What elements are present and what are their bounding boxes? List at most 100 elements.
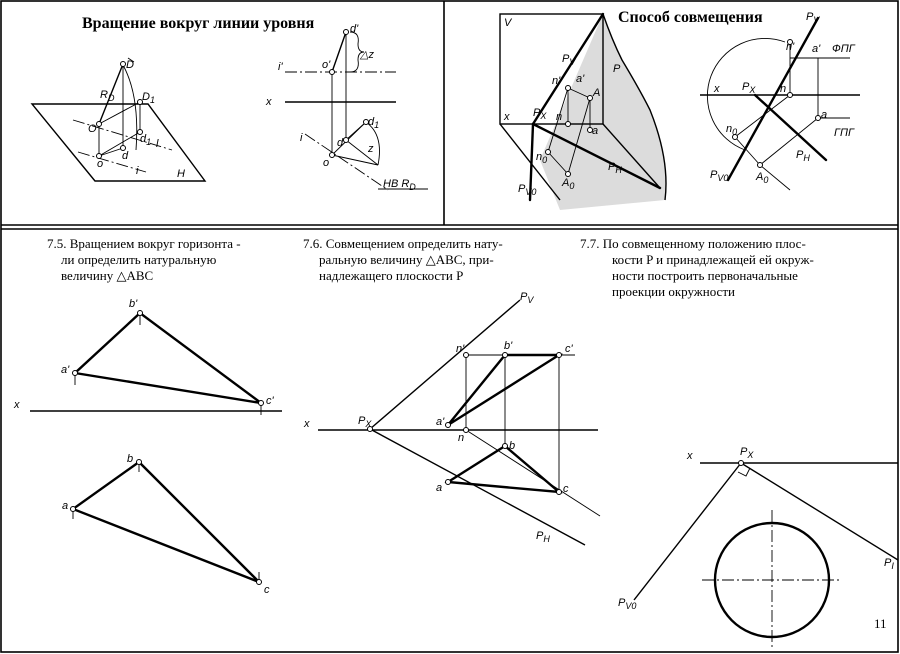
point-b (136, 459, 142, 465)
label-Pv0: PV0 (518, 183, 536, 197)
na-line-pict (567, 87, 591, 99)
n0a0 (734, 136, 761, 166)
axis-i (77, 151, 147, 173)
label-d1: d1 (140, 133, 151, 147)
label-Px: PX (533, 107, 547, 121)
label-c-prime-7-6: c' (565, 343, 574, 355)
label-i: i (136, 165, 139, 177)
label-pv0-7-7: PV0 (618, 597, 636, 611)
od-prime (331, 31, 347, 73)
point-n-prime-7-6 (463, 352, 469, 358)
label-px-7-7: PX (740, 446, 754, 460)
task-7-7: 7.7. По совмещенному положению плос- кос… (580, 236, 899, 648)
point-a-prime-7-6 (445, 422, 451, 428)
point-px-7-7 (738, 460, 744, 466)
point-O (96, 121, 102, 127)
point-o-r (329, 152, 335, 158)
label-a: a (592, 125, 598, 137)
label-d-prime: d' (350, 23, 359, 35)
label-n-prime: n' (552, 75, 561, 87)
triangle-front-7-6 (447, 353, 564, 427)
hv-line (331, 154, 379, 166)
label-x-7-5: x (13, 399, 20, 411)
label-V: V (504, 17, 513, 29)
construction-circle (706, 37, 786, 151)
point-d1-r (363, 119, 369, 125)
line-i (304, 133, 389, 191)
point-n-prime-2 (787, 39, 793, 45)
trace-pv0-7-7 (633, 462, 742, 601)
trace-ph-7-6 (369, 428, 586, 546)
label-a: a (62, 500, 68, 512)
task-7-7-line-3: ности построить первоначальные (612, 268, 798, 283)
point-b-prime (137, 310, 143, 316)
label-d: d (122, 150, 129, 162)
point-d-r (343, 137, 349, 143)
task-7-5-line-3: величину △ABC (61, 268, 153, 283)
label-D: D (126, 59, 134, 71)
point-d (120, 145, 126, 151)
label-Pv2: PV (806, 11, 820, 25)
a0-construct (759, 117, 819, 166)
label-a-2: a (821, 109, 827, 121)
plane-h (30, 103, 207, 182)
task-7-7-line-4: проекции окружности (612, 284, 735, 299)
right-angle-mark (737, 467, 751, 477)
task-7-5-line-2: ли определить натуральную (61, 252, 217, 267)
label-n: n (556, 111, 562, 123)
label-i-r: i (300, 132, 303, 144)
task-7-6-line-3: надлежащего плоскости P (319, 268, 463, 283)
arc-right (365, 121, 380, 166)
panel-rotation-level-line: Вращение вокруг линии уровня D D1 RD O d… (30, 15, 428, 192)
point-A0-2 (757, 162, 763, 168)
label-z: z (367, 143, 374, 155)
point-o (96, 153, 102, 159)
label-b-prime-7-6: b' (504, 340, 513, 352)
label-x-7-6: x (303, 418, 310, 430)
label-x: x (265, 96, 272, 108)
label-H: H (177, 168, 185, 180)
point-a-7-6 (445, 479, 451, 485)
label-n-7-6: n (458, 432, 464, 444)
label-O: O (88, 123, 97, 135)
a0-tail (759, 164, 791, 191)
label-o-prime: o' (322, 59, 331, 71)
label-fpg: ФПГ (832, 43, 856, 55)
point-D1 (137, 99, 143, 105)
label-a-7-6: a (436, 482, 442, 494)
axis-l (72, 119, 173, 151)
label-ph-7-6: PH (536, 530, 550, 544)
label-n0-2: n0 (726, 123, 737, 137)
od1-proj (98, 131, 141, 157)
label-x-2: x (503, 111, 510, 123)
panel-title-2: Способ совмещения (618, 9, 763, 26)
label-a-prime-2: a' (812, 43, 821, 55)
point-px-7-6 (367, 426, 373, 432)
point-a-prime (72, 370, 78, 376)
task-7-6-line-1: 7.6. Совмещением определить нату- (303, 236, 503, 251)
label-delta-z: △z (359, 49, 374, 61)
od-proj (98, 147, 124, 157)
point-n-2 (787, 92, 793, 98)
page-number: 11 (874, 616, 887, 631)
point-b-7-6 (502, 443, 508, 449)
label-b: b (127, 453, 133, 465)
point-n-7-6 (463, 427, 469, 433)
point-c-prime (258, 400, 264, 406)
label-x-7-7: x (686, 450, 693, 462)
point-d1 (137, 129, 143, 135)
point-a-pict (587, 127, 593, 133)
trace-pv-7-6 (369, 299, 521, 430)
label-c: c (264, 584, 270, 596)
point-n0-2 (732, 134, 738, 140)
label-o-r: o (323, 157, 329, 169)
task-7-5-line-1: 7.5. Вращением вокруг горизонта - (47, 236, 241, 251)
point-c-prime-7-6 (556, 352, 562, 358)
label-hv: НВ RD (383, 178, 416, 192)
point-n-pict (565, 121, 571, 127)
point-A0-pict (565, 171, 571, 177)
od1-line (98, 101, 141, 125)
label-n-prime-7-6: n' (456, 343, 465, 355)
